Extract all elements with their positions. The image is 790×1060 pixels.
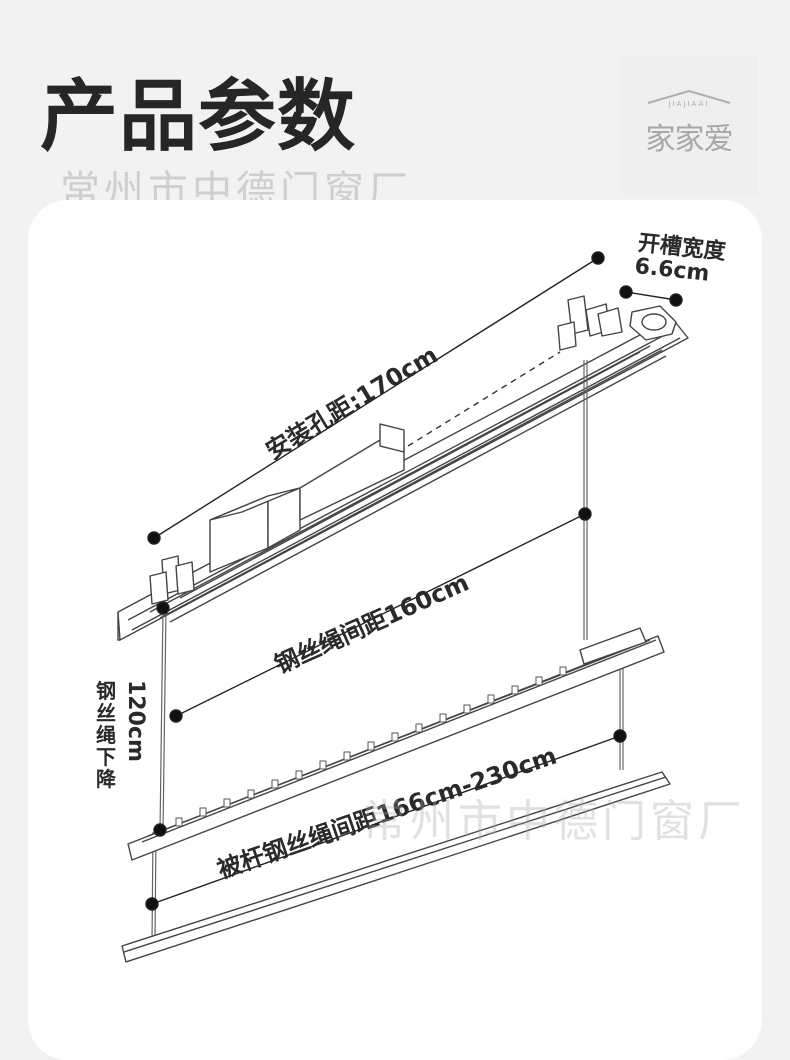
brand-logo: JIAJIAAI 家家爱	[620, 56, 758, 194]
house-roof-icon	[647, 90, 731, 104]
logo-small-text: JIAJIAAI	[668, 100, 710, 108]
page-title: 产品参数	[40, 72, 357, 162]
dimension-lines	[145, 251, 683, 911]
dimension-dot	[619, 285, 633, 299]
dimension-dot	[156, 601, 170, 615]
middle-rail	[127, 627, 665, 861]
dimension-dot	[613, 729, 627, 743]
bottom-pole	[121, 771, 671, 963]
logo-brand-text: 家家爱	[645, 122, 734, 157]
drying-rack-diagram	[117, 251, 689, 963]
dimension-dot	[153, 823, 167, 837]
rail-holes	[175, 666, 567, 827]
dimension-dot	[169, 709, 183, 723]
cable-drop-value-label: 120cm	[123, 680, 148, 762]
dimension-dot	[669, 293, 683, 307]
watermark-overlay: 常州市中德门窗厂	[362, 796, 746, 847]
top-rail	[117, 295, 689, 641]
dimension-dot	[147, 531, 161, 545]
dimension-dot	[145, 897, 159, 911]
dimension-dot	[591, 251, 605, 265]
dimension-dot	[578, 507, 592, 521]
cable-drop-title-label: 钢丝绳下降	[96, 679, 116, 791]
